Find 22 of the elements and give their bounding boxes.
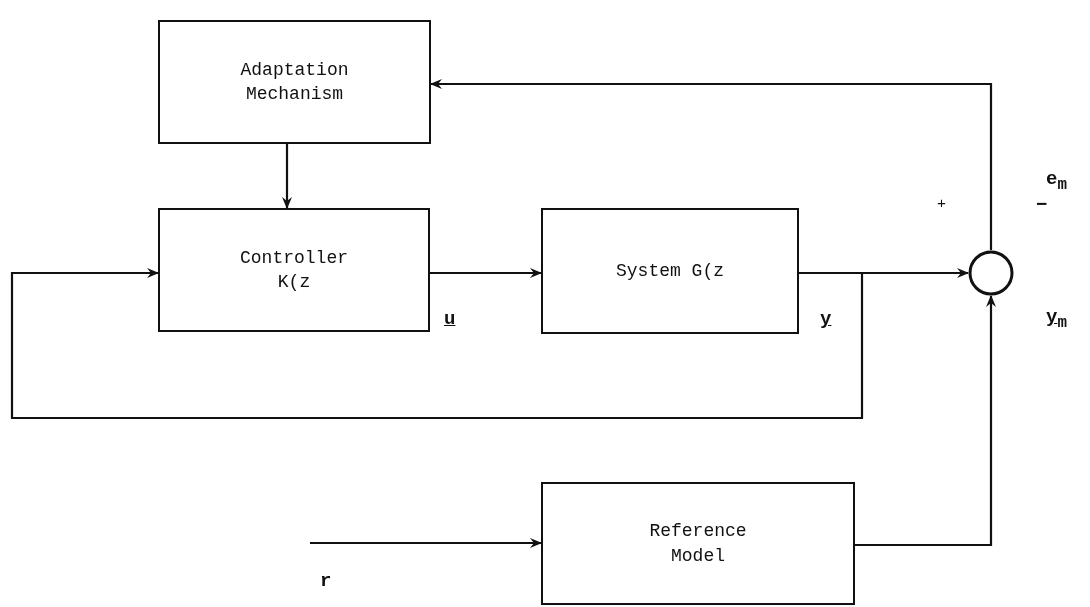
block-label: System G(z (615, 259, 725, 283)
arrow (10, 268, 864, 420)
sign-label: − (1036, 194, 1048, 216)
arrow (430, 268, 542, 278)
sign-label: + (937, 196, 946, 213)
arrow (310, 538, 542, 548)
arrow (855, 295, 996, 547)
arrow (430, 79, 993, 250)
block-label: Controller K(z (239, 246, 349, 294)
signal-label: u (444, 308, 456, 330)
summing-junction (968, 250, 1014, 296)
signal-label: e$_{m}$ (1046, 168, 1067, 194)
arrow (282, 144, 292, 209)
block-box (158, 208, 430, 332)
signal-label: y (820, 308, 832, 330)
signal-label: r (320, 570, 332, 592)
block-box (541, 208, 799, 334)
block-box (541, 482, 855, 605)
block-label: Reference Model (648, 520, 748, 568)
signal-label: y$_{m}$ (1046, 306, 1067, 332)
block-box (158, 20, 431, 144)
block-label: Adaptation Mechanism (239, 58, 350, 106)
